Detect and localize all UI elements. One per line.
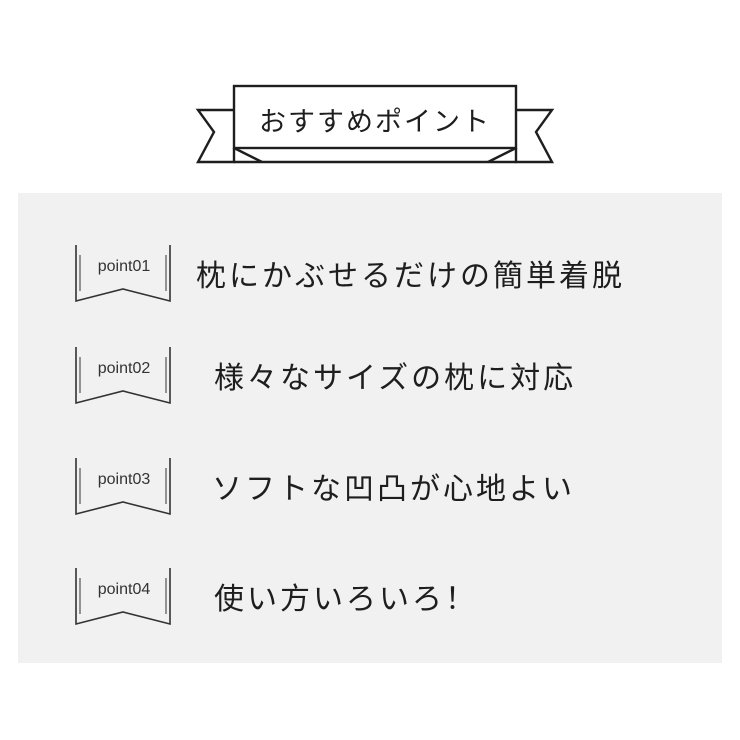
bookmark-icon — [75, 347, 171, 405]
point-badge-label: point02 — [97, 360, 151, 377]
points-panel: point01 枕にかぶせるだけの簡単着脱 point02 様々なサイズの枕に対… — [18, 193, 722, 663]
bookmark-icon — [75, 245, 171, 303]
point-text: 使い方いろいろ！ — [214, 582, 478, 617]
point-text: 様々なサイズの枕に対応 — [214, 361, 577, 396]
point-item: point04 使い方いろいろ！ — [18, 568, 722, 632]
section-title: おすすめポイント — [259, 106, 491, 138]
point-badge: point03 — [74, 458, 172, 520]
point-item: point02 様々なサイズの枕に対応 — [18, 347, 722, 411]
ribbon-frame — [195, 84, 555, 164]
bookmark-icon — [75, 568, 171, 626]
point-text: ソフトな凹凸が心地よい — [212, 472, 575, 507]
point-badge: point02 — [74, 347, 172, 409]
bookmark-icon — [75, 458, 171, 516]
title-ribbon: おすすめポイント — [192, 80, 558, 172]
point-badge: point04 — [74, 568, 172, 630]
point-text: 枕にかぶせるだけの簡単着脱 — [196, 259, 625, 294]
point-badge-label: point04 — [97, 581, 151, 598]
point-badge: point01 — [74, 245, 172, 307]
point-badge-label: point01 — [97, 258, 151, 275]
point-item: point01 枕にかぶせるだけの簡単着脱 — [18, 245, 722, 309]
point-badge-label: point03 — [97, 471, 151, 488]
point-item: point03 ソフトな凹凸が心地よい — [18, 458, 722, 522]
